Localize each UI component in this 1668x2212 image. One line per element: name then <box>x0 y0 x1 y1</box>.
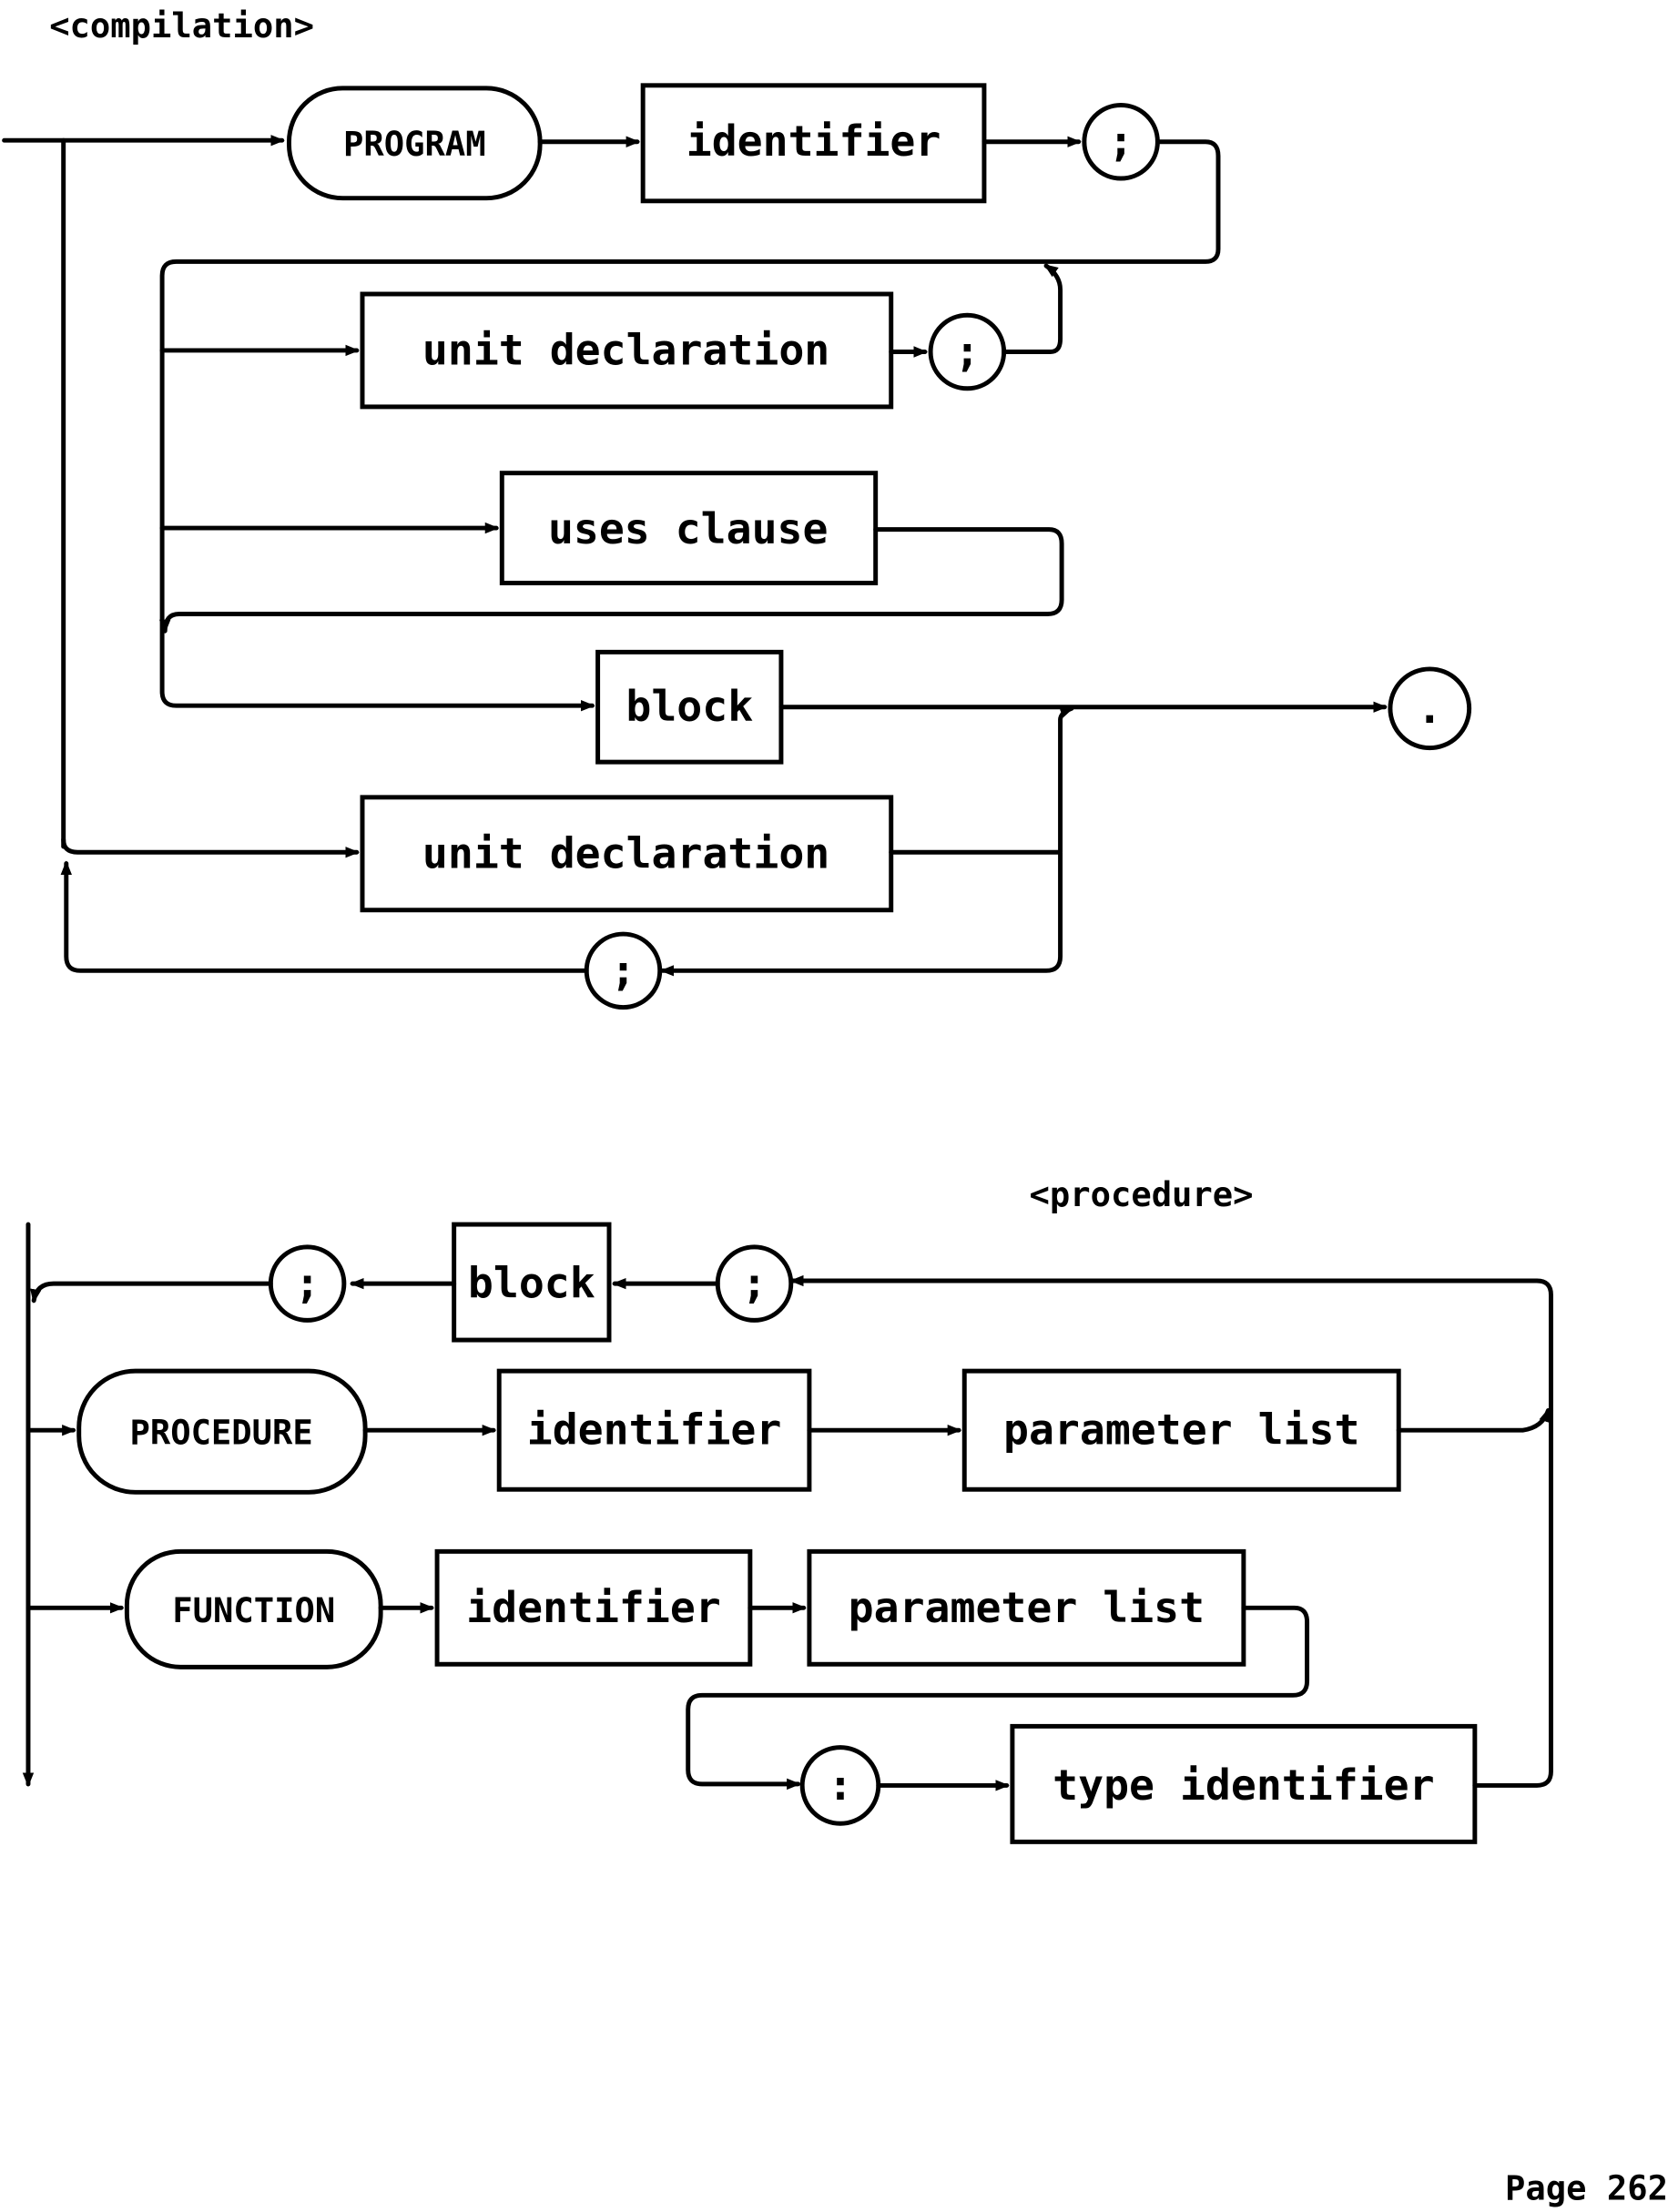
svg-text:block: block <box>626 682 753 731</box>
identifier-box: identifier <box>434 1548 753 1667</box>
identifier-box: identifier <box>496 1368 812 1492</box>
semicolon-terminal: ; <box>1082 103 1160 181</box>
svg-text:uses clause: uses clause <box>548 504 829 553</box>
procedure-title: <procedure> <box>1029 1175 1253 1214</box>
svg-text:PROGRAM: PROGRAM <box>343 125 486 164</box>
parameter-list-box: parameter list <box>807 1548 1246 1667</box>
svg-text:;: ; <box>610 946 636 995</box>
procedure-diagram: <procedure> ; block ; PROCEDURE ident <box>22 1175 1553 1844</box>
svg-text:PROCEDURE: PROCEDURE <box>129 1414 312 1453</box>
semicolon-terminal: ; <box>715 1244 794 1323</box>
parameter-list-box: parameter list <box>961 1368 1401 1492</box>
svg-text:parameter list: parameter list <box>1003 1405 1359 1455</box>
svg-text:.: . <box>1417 684 1442 733</box>
connector <box>159 139 1221 712</box>
unit-declaration-box: unit declaration <box>360 795 894 913</box>
program-terminal: PROGRAM <box>286 86 543 201</box>
connector <box>789 1274 1553 1413</box>
connector <box>686 1605 1310 1791</box>
uses-clause-box: uses clause <box>499 471 879 585</box>
compilation-title: <compilation> <box>49 6 314 46</box>
period-terminal: . <box>1388 666 1472 751</box>
type-identifier-box: type identifier <box>1010 1723 1478 1844</box>
svg-text:block: block <box>468 1259 595 1308</box>
svg-text:identifier: identifier <box>687 117 941 166</box>
svg-text:;: ; <box>1108 117 1134 166</box>
semicolon-terminal: ; <box>268 1244 347 1323</box>
connector <box>889 705 1074 855</box>
procedure-terminal: PROCEDURE <box>76 1368 368 1495</box>
svg-text:;: ; <box>295 1259 320 1308</box>
page-number: Page 262 <box>1505 2169 1668 2208</box>
svg-text:FUNCTION: FUNCTION <box>172 1591 335 1630</box>
connector <box>60 860 589 973</box>
connector <box>659 849 1063 977</box>
connector <box>1002 263 1063 354</box>
svg-text:identifier: identifier <box>527 1405 782 1455</box>
connector <box>1472 1408 1553 1788</box>
connector <box>61 837 360 858</box>
identifier-box: identifier <box>640 83 987 204</box>
svg-text:identifier: identifier <box>466 1583 721 1632</box>
semicolon-terminal: ; <box>928 312 1007 391</box>
compilation-diagram: <compilation> PROGRAM identifier ; unit … <box>2 6 1472 1010</box>
svg-text:type identifier: type identifier <box>1053 1760 1434 1810</box>
colon-terminal: : <box>799 1745 881 1826</box>
connector <box>158 527 1064 634</box>
connector <box>30 1281 273 1304</box>
svg-text::: : <box>828 1760 853 1810</box>
function-terminal: FUNCTION <box>124 1548 383 1669</box>
block-box: block <box>452 1222 612 1343</box>
block-box: block <box>595 649 784 765</box>
connector <box>1396 1407 1551 1433</box>
svg-text:parameter list: parameter list <box>849 1583 1205 1632</box>
svg-text:unit declaration: unit declaration <box>422 325 829 374</box>
svg-text:;: ; <box>742 1259 768 1308</box>
svg-text:unit declaration: unit declaration <box>422 828 829 878</box>
semicolon-terminal: ; <box>584 931 663 1010</box>
unit-declaration-box: unit declaration <box>360 291 894 410</box>
svg-text:;: ; <box>954 327 980 376</box>
